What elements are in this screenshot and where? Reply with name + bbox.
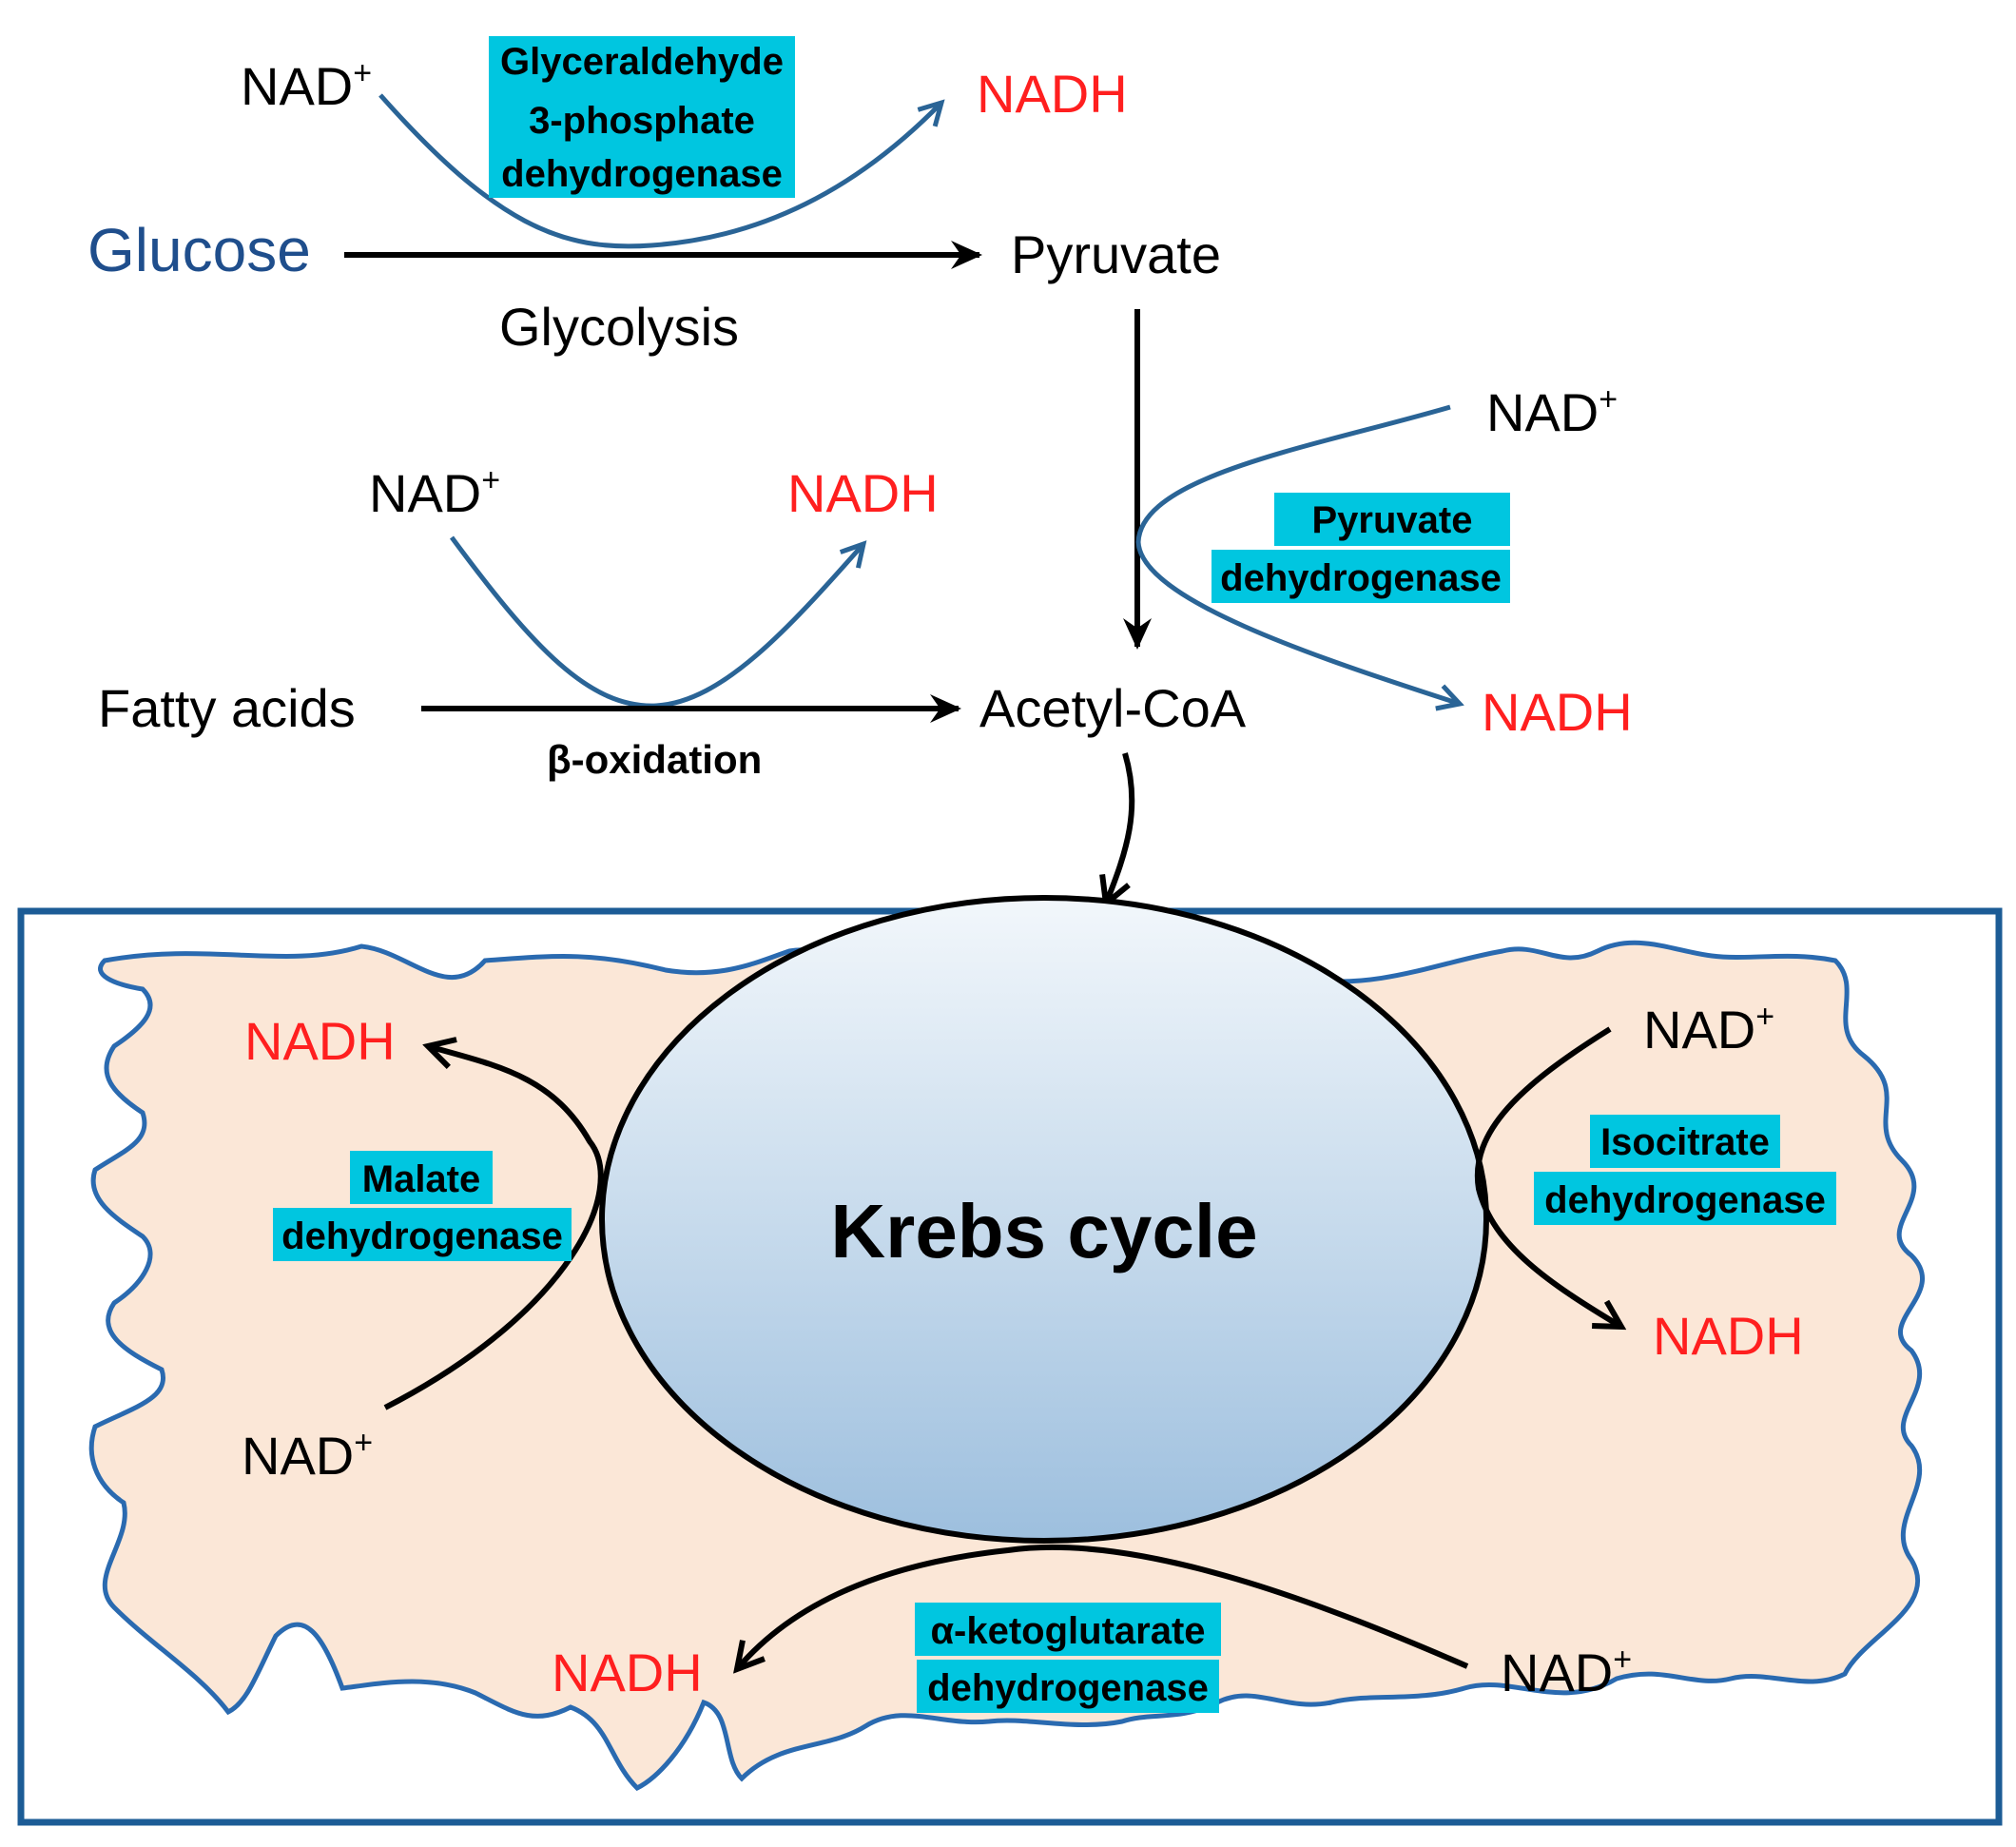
beta-oxidation-nad-label: NAD+ [369, 462, 500, 523]
pdh-label-line2: dehydrogenase [1220, 557, 1502, 599]
pdh-nad-label: NAD+ [1486, 381, 1618, 442]
akg-cofactor-arrow [737, 1544, 1469, 1669]
glycolysis-label: Glycolysis [499, 297, 739, 357]
gapdh-highlight [489, 36, 795, 198]
malate-highlight [350, 1151, 493, 1204]
isocitrate-highlight-2 [1534, 1172, 1836, 1225]
gapdh-label-line2: 3-phosphate [529, 100, 755, 142]
akg-label-line2: dehydrogenase [927, 1667, 1209, 1709]
pdh-nadh-label: NADH [1482, 682, 1633, 742]
akg-highlight-2 [917, 1660, 1219, 1713]
krebs-cycle-title: Krebs cycle [830, 1189, 1257, 1273]
isocitrate-label-line2: dehydrogenase [1544, 1179, 1826, 1221]
akg-nad-label: NAD+ [1501, 1642, 1632, 1702]
beta-oxidation-nadh-label: NADH [787, 463, 939, 523]
gapdh-label-line3: dehydrogenase [501, 153, 783, 195]
isocitrate-nad-label: NAD+ [1643, 999, 1774, 1060]
beta-oxidation-cofactor-arrow [449, 535, 863, 709]
akg-label-line1: α-ketoglutarate [930, 1610, 1205, 1652]
malate-highlight-2 [273, 1208, 572, 1261]
isocitrate-highlight [1590, 1115, 1780, 1168]
akg-highlight [915, 1603, 1221, 1656]
pdh-cofactor-arrow [1135, 404, 1460, 704]
malate-nadh-label: NADH [244, 1011, 396, 1071]
akg-nadh-label: NADH [552, 1643, 703, 1702]
isocitrate-nadh-label: NADH [1653, 1306, 1804, 1366]
pyruvate-label: Pyruvate [1011, 224, 1221, 284]
malate-label-line1: Malate [362, 1158, 481, 1200]
malate-nad-label: NAD+ [242, 1425, 373, 1486]
malate-label-line2: dehydrogenase [281, 1215, 563, 1257]
glycolysis-nadh-label: NADH [977, 64, 1128, 124]
gapdh-cofactor-arrow [378, 93, 941, 249]
krebs-cycle-ellipse [599, 895, 1489, 1544]
acetyl-coa-label: Acetyl-CoA [979, 678, 1247, 738]
beta-oxidation-label: β-oxidation [547, 737, 762, 782]
malate-cofactor-arrow [383, 1046, 604, 1410]
fatty-acids-label: Fatty acids [98, 678, 356, 738]
pdh-highlight-2 [1212, 550, 1510, 603]
glucose-label: Glucose [87, 216, 311, 284]
acetylcoa-to-krebs-arrow [1106, 752, 1135, 904]
gapdh-label-line1: Glyceraldehyde [500, 41, 784, 83]
glycolysis-nad-label: NAD+ [241, 55, 372, 116]
isocitrate-label-line1: Isocitrate [1600, 1121, 1770, 1163]
isocitrate-cofactor-arrow [1474, 1026, 1621, 1327]
pdh-highlight [1274, 493, 1510, 546]
pdh-label-line1: Pyruvate [1312, 499, 1473, 541]
